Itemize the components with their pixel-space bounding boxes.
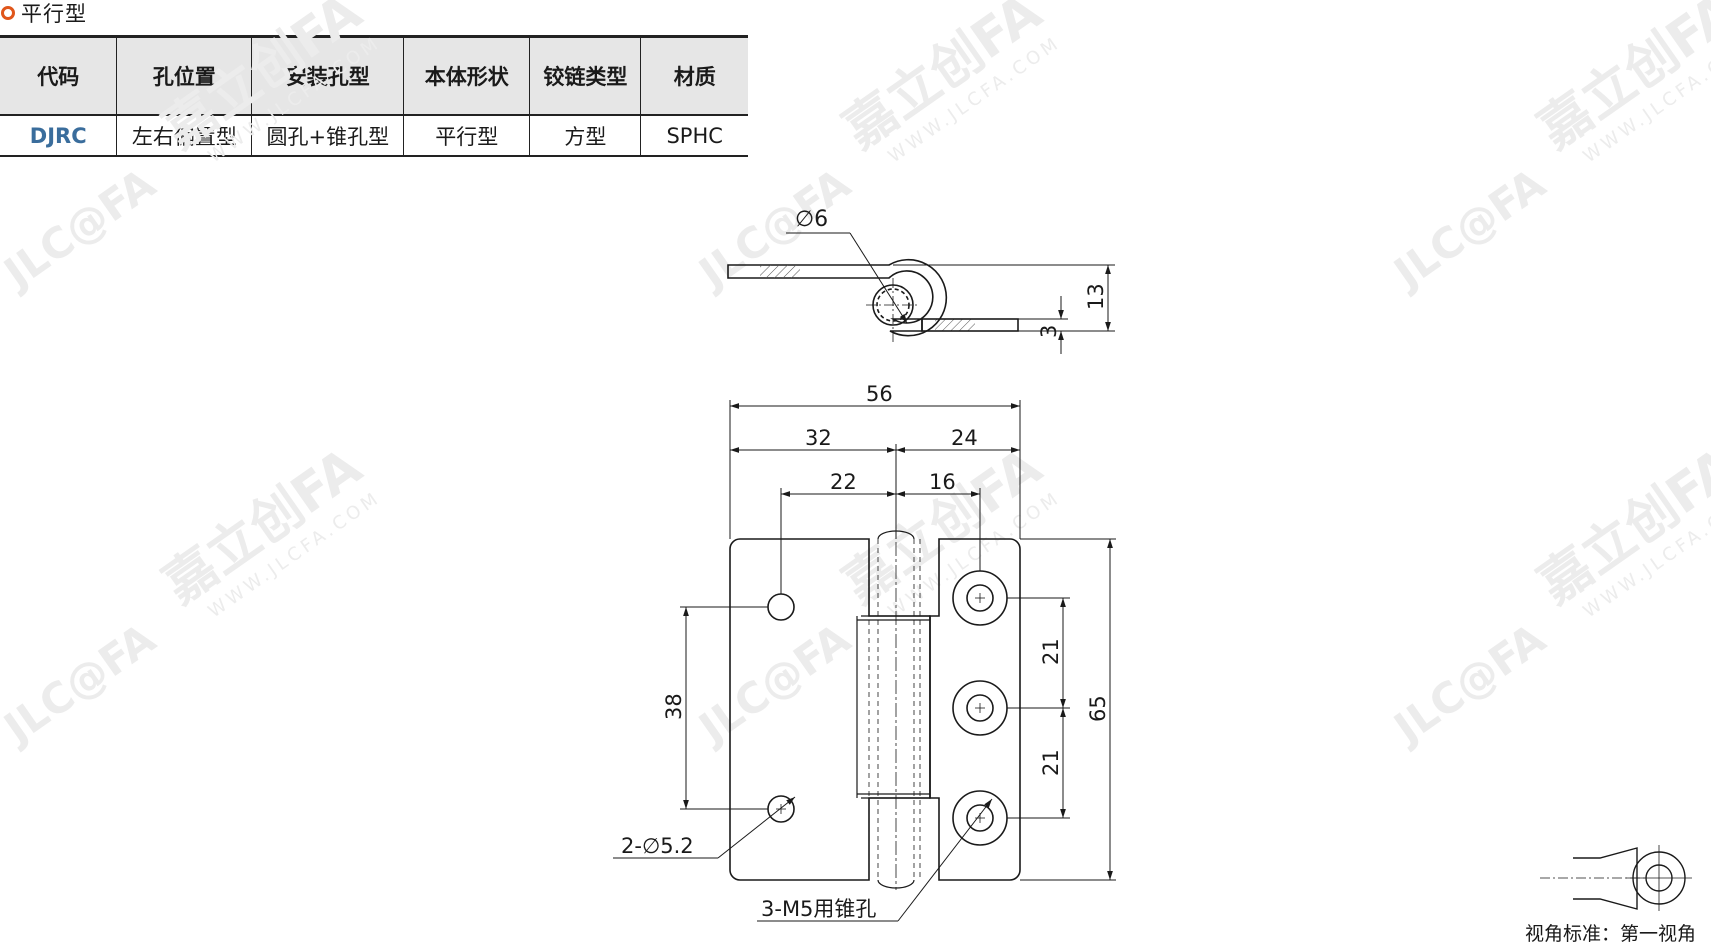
circle-bullet-icon	[1, 6, 15, 20]
code-cell: DJRC	[0, 115, 117, 157]
dim-right-hole-offset: 16	[929, 470, 956, 494]
watermark-brand: 嘉立创FA WWW.JLCFA.COM	[1528, 437, 1711, 622]
dim-left-width: 32	[805, 426, 832, 450]
header-cell: 代码	[0, 35, 117, 116]
svg-text:JLC@FA: JLC@FA	[688, 614, 860, 755]
dim-overall-width: 56	[866, 382, 893, 406]
watermark-brand: 嘉立创FA WWW.JLCFA.COM	[833, 0, 1065, 167]
dim-pitch-lower: 21	[1039, 749, 1063, 776]
svg-text:JLC@FA: JLC@FA	[0, 614, 164, 755]
front-dimensions	[613, 400, 1116, 922]
knuckle-edge	[856, 615, 930, 799]
table-cell: 平行型	[403, 115, 530, 157]
dim-side-thickness: 3	[1037, 325, 1061, 338]
header-cell: 材质	[640, 35, 748, 116]
side-view	[727, 258, 1019, 345]
table-header-row: 代码 孔位置 安装孔型 本体形状 铰链类型 材质	[0, 35, 748, 116]
spec-table: 代码 孔位置 安装孔型 本体形状 铰链类型 材质 DJRC 左右偏置型 圆孔+锥…	[0, 35, 748, 157]
svg-text:JLC@FA: JLC@FA	[1383, 614, 1555, 755]
note-left-holes: 2-∅5.2	[621, 834, 694, 858]
watermark-brand: 嘉立创FA WWW.JLCFA.COM	[1528, 0, 1711, 167]
projection-cone	[1573, 847, 1638, 910]
header-cell: 铰链类型	[529, 35, 641, 116]
note-right-holes: 3-M5用锥孔	[761, 897, 876, 921]
table-row: DJRC 左右偏置型 圆孔+锥孔型 平行型 方型 SPHC	[0, 115, 748, 157]
lower-leaf	[921, 318, 1019, 332]
watermark-logo: JLC@FA	[1383, 159, 1555, 300]
section-heading: 平行型	[0, 0, 87, 26]
dim-overall-height: 65	[1086, 695, 1110, 722]
left-hole	[767, 593, 795, 621]
projection-symbol	[1540, 845, 1692, 911]
watermark-brand: 嘉立创FA WWW.JLCFA.COM	[153, 0, 385, 167]
watermark-group: JLC@FA 嘉立创FA WWW.JLCFA.COM JLC@FA 嘉立创FA …	[0, 0, 1711, 754]
table-cell: 方型	[529, 115, 641, 157]
table-cell: SPHC	[640, 115, 748, 157]
watermark-logo: JLC@FA	[1383, 614, 1555, 755]
table-cell: 左右偏置型	[116, 115, 252, 157]
hinge-profile	[727, 258, 948, 337]
watermark-logo: JLC@FA	[0, 614, 164, 755]
section-hatch	[935, 319, 975, 331]
right-leaf	[929, 538, 1021, 881]
dim-pitch-upper: 21	[1039, 638, 1063, 665]
header-cell: 本体形状	[403, 35, 530, 116]
dim-right-width: 24	[951, 426, 978, 450]
watermark-brand: 嘉立创FA WWW.JLCFA.COM	[153, 437, 385, 622]
header-cell: 孔位置	[116, 35, 252, 116]
svg-text:JLC@FA: JLC@FA	[0, 159, 164, 300]
section-hatch	[760, 265, 800, 278]
dim-hole-pitch-left: 38	[662, 693, 686, 720]
watermark-logo: JLC@FA	[688, 614, 860, 755]
section-title: 平行型	[21, 2, 87, 26]
dim-side-height: 13	[1084, 283, 1108, 310]
table-cell: 圆孔+锥孔型	[251, 115, 404, 157]
watermark-logo: JLC@FA	[0, 159, 164, 300]
dim-side-hole: ∅6	[795, 207, 828, 232]
side-dimensions	[786, 232, 1115, 354]
dim-left-hole-offset: 22	[830, 470, 857, 494]
svg-text:JLC@FA: JLC@FA	[1383, 159, 1555, 300]
front-view	[729, 530, 1021, 889]
header-cell: 安装孔型	[251, 35, 404, 116]
projection-label: 视角标准：第一视角	[1525, 923, 1696, 945]
watermark-brand: 嘉立创FA WWW.JLCFA.COM	[833, 437, 1065, 622]
